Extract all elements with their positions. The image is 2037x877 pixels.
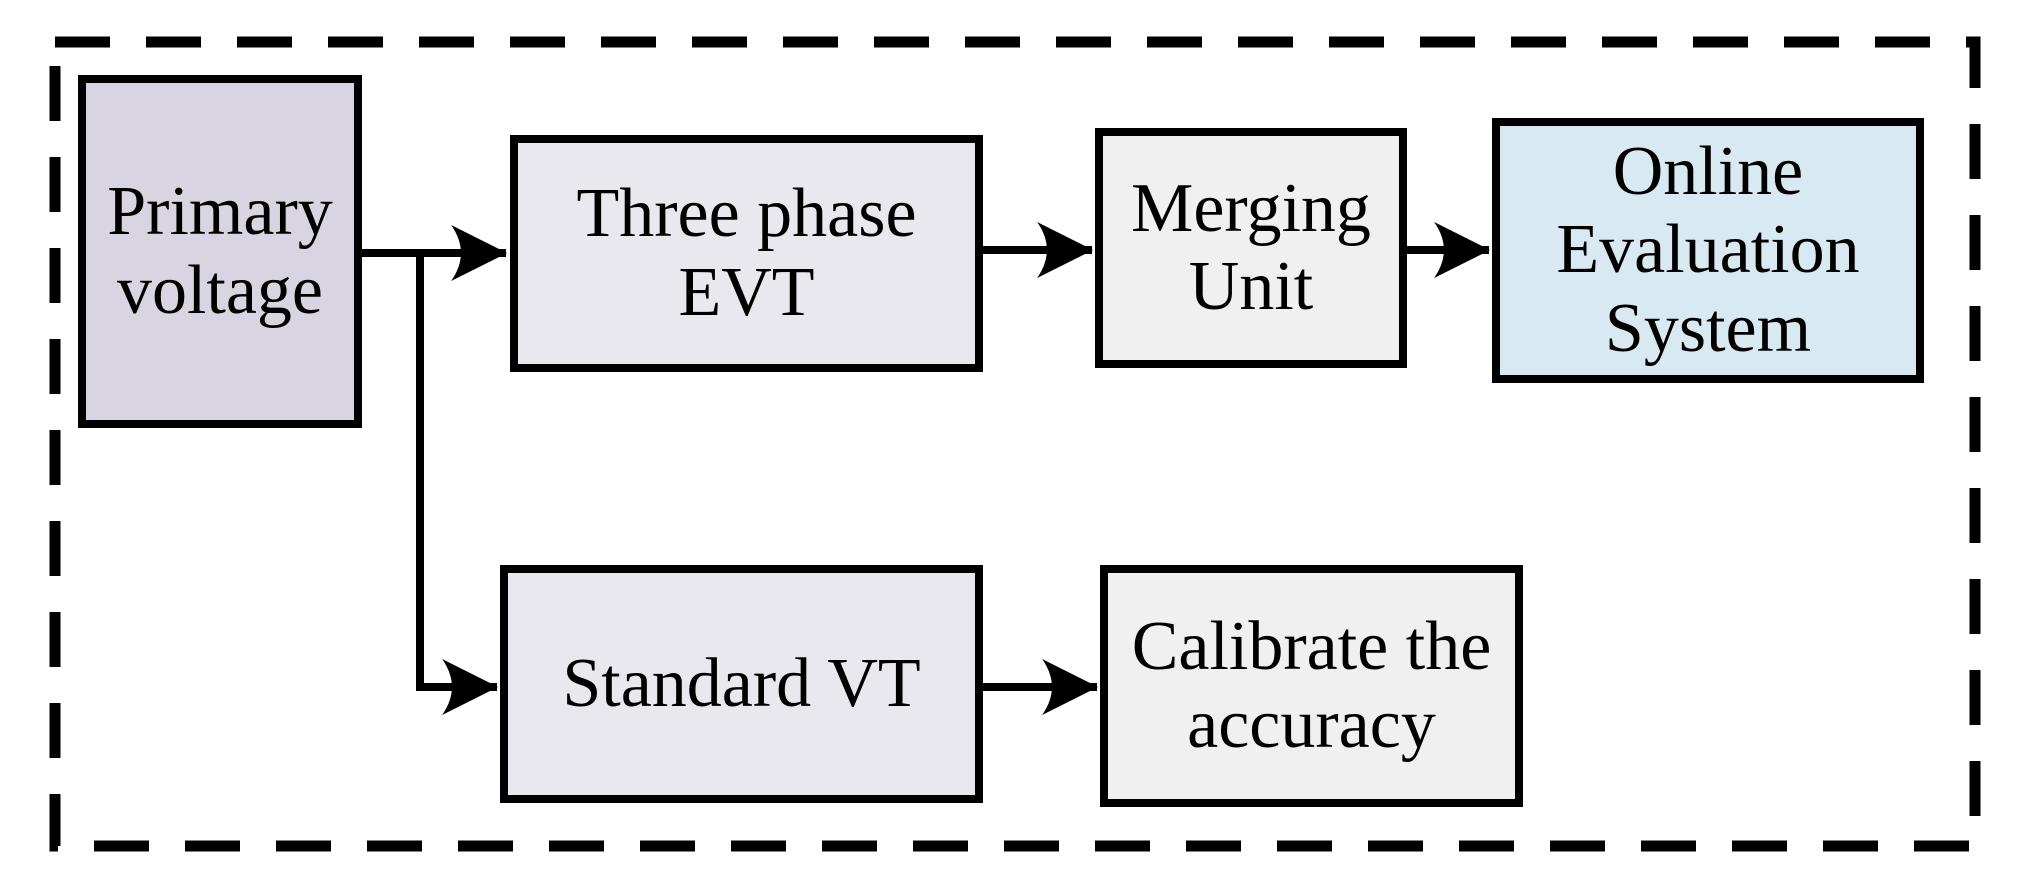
node-standard-vt: Standard VT [500, 565, 983, 803]
node-calibrate-accuracy: Calibrate the accuracy [1100, 565, 1523, 807]
node-label-line: System [1604, 289, 1812, 367]
node-label-line: Merging [1131, 169, 1371, 247]
node-label-line: Online [1612, 132, 1804, 210]
node-label-line: Standard VT [562, 644, 921, 722]
node-label-line: EVT [678, 253, 815, 331]
node-label-line: voltage [116, 251, 324, 329]
node-label-line: Calibrate the [1131, 607, 1492, 685]
node-three-phase-evt: Three phase EVT [510, 135, 983, 372]
dashed-frame [49, 36, 1981, 852]
node-label-line: Primary [107, 173, 333, 251]
node-label-line: Three phase [576, 175, 917, 253]
arrow-primary-to-standard-vt [416, 249, 499, 715]
node-label-line: Evaluation [1556, 211, 1860, 289]
node-label-line: Unit [1188, 248, 1314, 325]
node-online-evaluation-system: Online Evaluation System [1492, 118, 1924, 383]
node-primary-voltage: Primary voltage [78, 75, 362, 428]
node-label-line: accuracy [1187, 686, 1436, 763]
node-merging-unit: Merging Unit [1095, 128, 1407, 368]
